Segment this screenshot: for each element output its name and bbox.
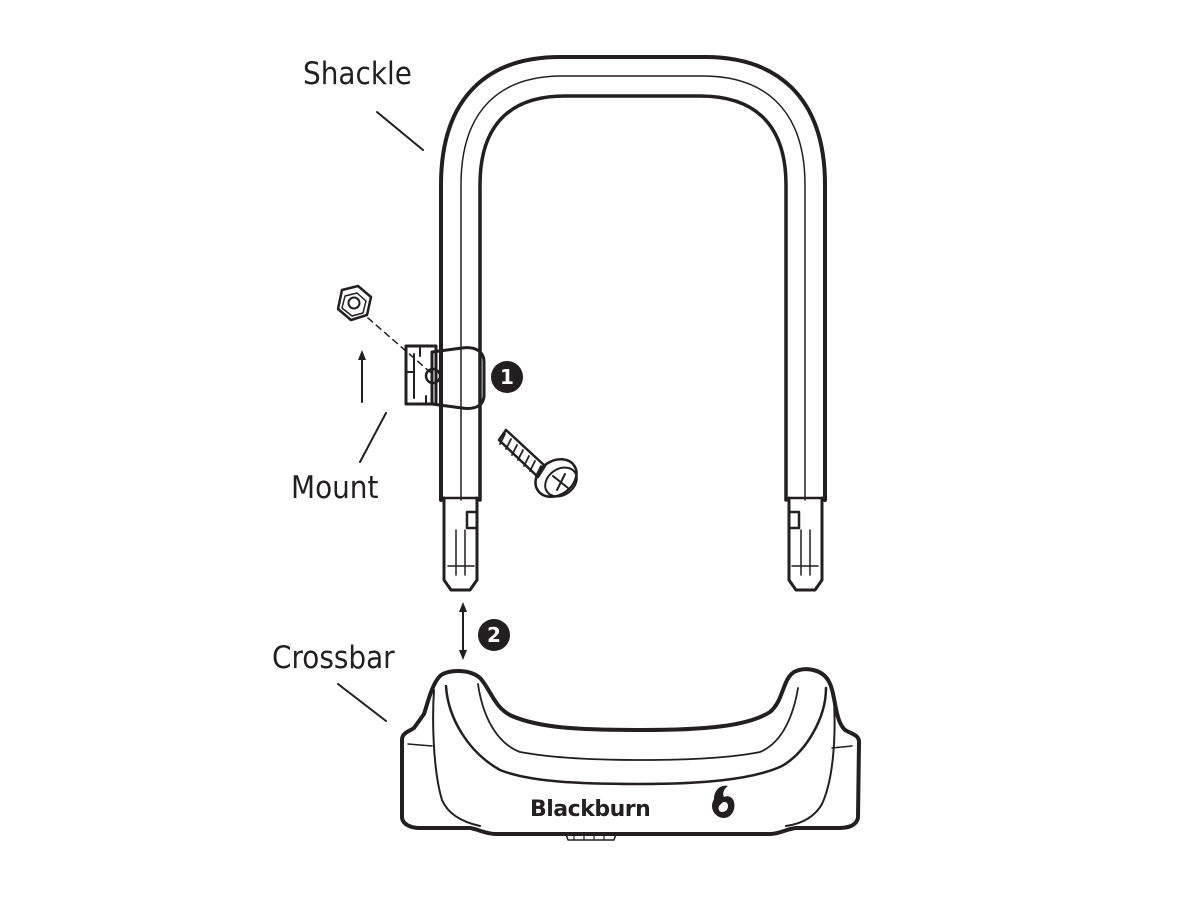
svg-text:2: 2 (487, 623, 501, 647)
mount (404, 344, 486, 410)
hex-nut (336, 284, 373, 322)
shackle (439, 55, 827, 592)
shackle-label: Shackle (303, 56, 412, 92)
crossbar-label: Crossbar (272, 640, 395, 676)
shackle-right-foot (787, 496, 824, 592)
double-arrow-icon (459, 602, 467, 660)
brand-logo: Blackburn (530, 797, 650, 822)
crossbar: Blackburn (400, 667, 861, 841)
shackle-left-foot (442, 496, 479, 592)
step-badge-1: 1 (491, 361, 523, 393)
crossbar-leader-line (337, 683, 387, 722)
alignment-dash (367, 317, 431, 373)
mount-leader-line (359, 412, 387, 463)
shackle-leader-line (376, 111, 424, 151)
flame-logo-icon (712, 785, 735, 818)
step-badge-2: 2 (478, 619, 510, 651)
mount-label: Mount (291, 470, 378, 506)
screw (497, 428, 578, 499)
svg-text:1: 1 (500, 365, 514, 389)
up-arrow-icon (358, 350, 366, 403)
